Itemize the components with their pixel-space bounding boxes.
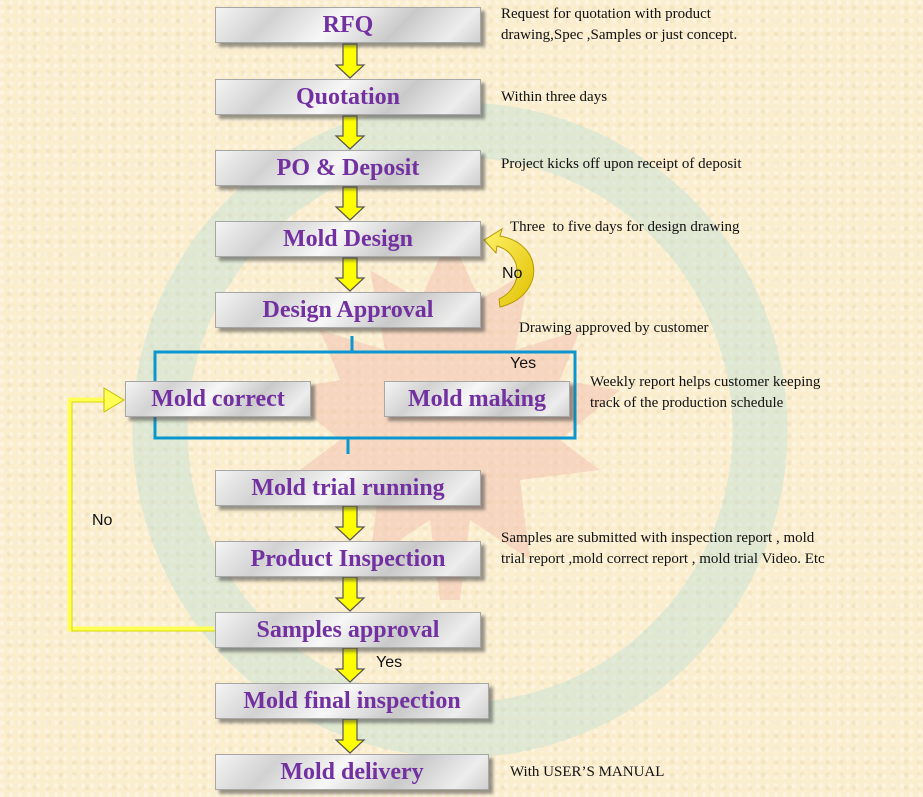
label-samples-no: No — [92, 512, 113, 529]
step-mold-delivery: Mold delivery — [215, 754, 489, 790]
step-po-deposit: PO & Deposit — [215, 150, 481, 186]
step-design-approval: Design Approval — [215, 292, 481, 328]
samples-no-loop-arrowhead — [103, 387, 125, 413]
step-mold-trial-running: Mold trial running — [215, 470, 481, 506]
step-mold-final-inspection-label: Mold final inspection — [243, 687, 461, 714]
label-design-yes: Yes — [510, 355, 537, 372]
label-design-no: No — [502, 265, 523, 282]
step-mold-making-label: Mold making — [407, 385, 547, 412]
step-po-deposit-label: PO & Deposit — [276, 154, 420, 181]
step-mold-design: Mold Design — [215, 221, 481, 257]
label-samples-yes: Yes — [376, 654, 403, 671]
step-mold-trial-running-label: Mold trial running — [251, 474, 445, 501]
step-mold-correct-label: Mold correct — [151, 385, 285, 412]
flow-arrow-down — [334, 257, 366, 292]
step-samples-approval-label: Samples approval — [256, 616, 440, 643]
note-mold-design: Three to five days for design drawing — [510, 219, 740, 235]
note-product-inspection: Samples are submitted with inspection re… — [501, 530, 825, 567]
note-po-deposit: Project kicks off upon receipt of deposi… — [501, 156, 742, 172]
step-mold-delivery-label: Mold delivery — [280, 758, 424, 785]
step-mold-design-label: Mold Design — [282, 225, 413, 252]
step-mold-correct: Mold correct — [125, 381, 311, 417]
flow-arrow-down — [334, 505, 366, 541]
step-mold-making: Mold making — [384, 381, 570, 417]
step-quotation: Quotation — [215, 79, 481, 115]
flow-arrow-down — [334, 186, 366, 221]
step-mold-final-inspection: Mold final inspection — [215, 683, 489, 719]
note-quotation: Within three days — [501, 89, 608, 105]
note-mold-delivery: With USER’S MANUAL — [510, 764, 665, 780]
note-rfq: Request for quotation with product drawi… — [501, 6, 738, 43]
flow-arrow-down — [334, 115, 366, 150]
step-rfq: RFQ — [215, 7, 481, 43]
step-rfq-label: RFQ — [322, 11, 374, 38]
note-mold-making: Weekly report helps customer keeping tra… — [590, 374, 821, 411]
note-design-approval: Drawing approved by customer — [519, 320, 709, 336]
flow-arrow-down — [334, 576, 366, 612]
step-product-inspection: Product Inspection — [215, 541, 481, 577]
flow-arrow-down — [334, 647, 366, 683]
step-quotation-label: Quotation — [295, 83, 400, 110]
samples-no-loop — [67, 397, 214, 632]
flow-arrow-down — [334, 718, 366, 754]
design-no-loop-arrow — [483, 227, 535, 308]
step-samples-approval: Samples approval — [215, 612, 481, 648]
flow-arrow-down — [334, 43, 366, 79]
step-design-approval-label: Design Approval — [262, 296, 434, 323]
step-product-inspection-label: Product Inspection — [250, 545, 446, 572]
